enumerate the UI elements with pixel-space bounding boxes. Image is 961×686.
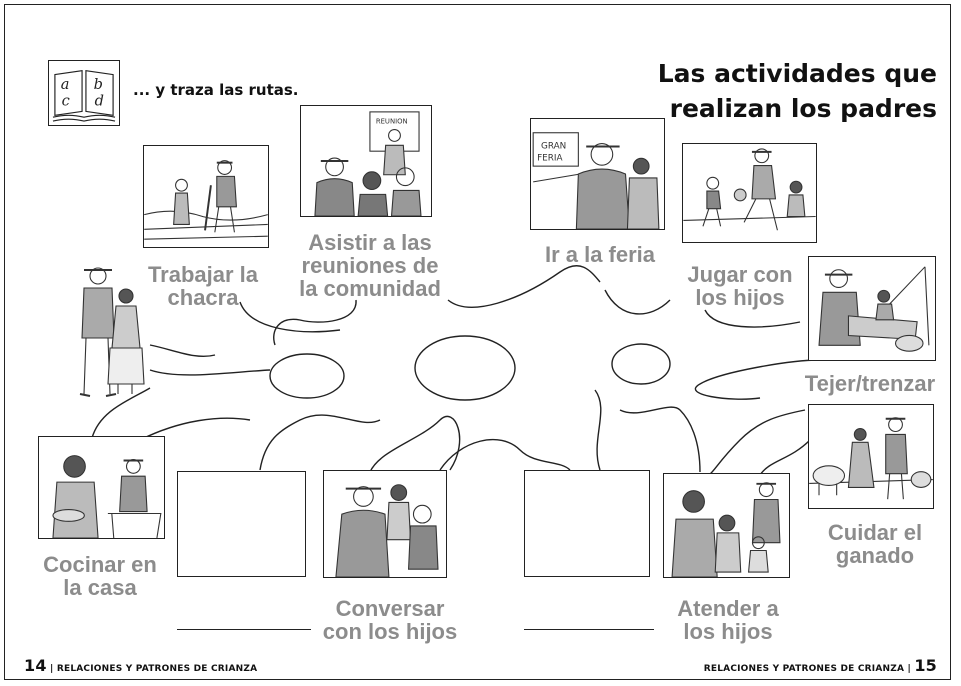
caption-line: Tejer/trenzar xyxy=(804,371,936,396)
route-line xyxy=(91,387,151,439)
empty-oval-center[interactable] xyxy=(414,335,516,401)
picture-weaving xyxy=(808,256,936,361)
book-letter: b xyxy=(94,77,103,93)
read-book-icon: a b c d xyxy=(48,60,120,126)
footer-left: 14 | RELACIONES Y PATRONES DE CRIANZA xyxy=(24,656,258,675)
picture-parents xyxy=(79,267,145,397)
footer-right-text: RELACIONES Y PATRONES DE CRIANZA xyxy=(703,664,905,674)
caption-line: los hijos xyxy=(683,619,773,644)
route-line xyxy=(604,289,671,315)
caption-line: ganado xyxy=(835,543,915,568)
caption-cuidar: Cuidar el ganado xyxy=(800,521,950,567)
caption-line: Asistir a las xyxy=(308,230,432,255)
empty-oval-right[interactable] xyxy=(611,343,671,385)
picture-livestock xyxy=(808,404,934,509)
footer-right: RELACIONES Y PATRONES DE CRIANZA | 15 xyxy=(703,656,937,675)
caption-asistir: Asistir a las reuniones de la comunidad xyxy=(280,231,460,300)
title-line: Las actividades que xyxy=(657,59,937,88)
page-title: Las actividades que realizan los padres xyxy=(617,56,937,126)
route-line xyxy=(704,309,801,328)
caption-line: chacra xyxy=(167,285,239,310)
caption-atender: Atender a los hijos xyxy=(655,597,801,643)
caption-line: Ir a la feria xyxy=(544,242,656,267)
empty-drawing-box[interactable] xyxy=(177,471,306,577)
feria-sign-line2: FERIA xyxy=(537,153,562,163)
book-letter: a xyxy=(61,77,70,93)
empty-oval-left[interactable] xyxy=(269,353,345,399)
caption-line: la casa xyxy=(63,575,137,600)
caption-line: la comunidad xyxy=(299,276,441,301)
route-line xyxy=(447,265,601,308)
route-line xyxy=(139,417,251,441)
caption-feria: Ir a la feria xyxy=(520,243,680,266)
worksheet-page xyxy=(4,4,951,680)
caption-line: los hijos xyxy=(695,285,785,310)
caption-line: Jugar con xyxy=(687,262,793,287)
book-letter: d xyxy=(95,94,104,110)
page-number-left: 14 xyxy=(24,656,47,675)
writing-line[interactable] xyxy=(524,629,654,630)
picture-farming xyxy=(143,145,269,248)
caption-line: Atender a xyxy=(677,596,779,621)
picture-playing xyxy=(682,143,817,243)
route-line xyxy=(369,415,461,473)
caption-tejer: Tejer/trenzar xyxy=(790,372,950,395)
footer-left-text: RELACIONES Y PATRONES DE CRIANZA xyxy=(56,664,258,674)
caption-line: reuniones de xyxy=(301,253,439,278)
caption-conversar: Conversar con los hijos xyxy=(310,597,470,643)
route-line xyxy=(594,389,602,471)
route-line xyxy=(149,369,271,376)
caption-line: Cocinar en xyxy=(43,552,157,577)
page-number-right: 15 xyxy=(914,656,937,675)
route-line xyxy=(239,301,341,333)
book-letter: c xyxy=(62,94,70,110)
title-line: realizan los padres xyxy=(669,94,937,123)
caption-line: Cuidar el xyxy=(827,520,923,545)
caption-line: Trabajar la xyxy=(147,262,259,287)
caption-line: Conversar xyxy=(335,596,445,621)
instruction-text: ... y traza las rutas. xyxy=(133,81,299,99)
caption-jugar: Jugar con los hijos xyxy=(670,263,810,309)
caption-cocinar: Cocinar en la casa xyxy=(24,553,176,599)
route-line xyxy=(694,359,821,400)
picture-market: GRAN FERIA xyxy=(530,118,665,230)
picture-talking xyxy=(323,470,447,578)
picture-meeting: REUNION xyxy=(300,105,432,217)
picture-caring xyxy=(663,473,790,578)
route-line xyxy=(759,439,811,476)
picture-cooking xyxy=(38,436,165,539)
route-line xyxy=(709,409,806,475)
route-line xyxy=(439,438,571,471)
route-line xyxy=(619,406,701,473)
route-line xyxy=(273,299,357,346)
caption-trabajar: Trabajar la chacra xyxy=(128,263,278,309)
feria-sign-line1: GRAN xyxy=(541,141,566,151)
empty-drawing-box[interactable] xyxy=(524,470,650,577)
writing-line[interactable] xyxy=(177,629,311,630)
route-line xyxy=(149,344,216,358)
route-line xyxy=(259,414,381,471)
caption-line: con los hijos xyxy=(322,619,458,644)
reunion-sign-text: REUNION xyxy=(376,118,408,126)
